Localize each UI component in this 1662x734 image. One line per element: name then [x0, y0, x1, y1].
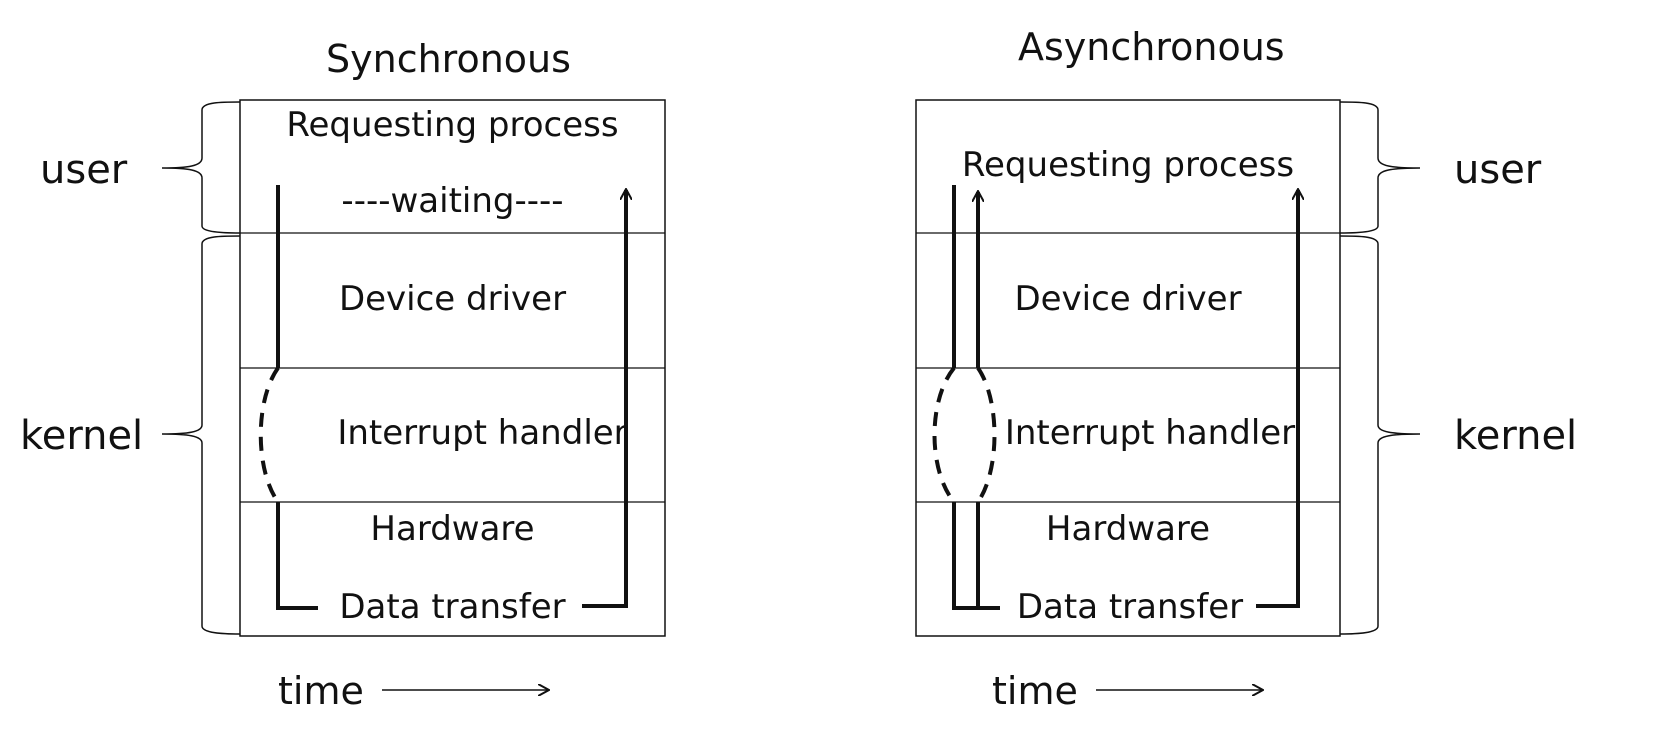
async-user-label: user [1454, 147, 1542, 193]
async-kernel-brace [1339, 235, 1421, 635]
async-user-brace [1339, 101, 1421, 234]
sync-user-brace [161, 101, 241, 234]
sync-title: Synchronous [326, 37, 571, 81]
sync-return-arrow [582, 190, 626, 608]
async-title: Asynchronous [1018, 25, 1285, 69]
sync-requesting-process-label: Requesting process [286, 105, 619, 145]
sync-panel [161, 99, 666, 690]
async-device-driver-label: Device driver [1014, 279, 1242, 319]
async-interrupt-handler-label: Interrupt handler [1004, 413, 1296, 453]
async-hardware-label: Hardware [1045, 509, 1211, 549]
sync-interrupt-dashed-path [258, 366, 280, 504]
sync-kernel-brace [161, 235, 241, 635]
async-kernel-label: kernel [1454, 413, 1578, 459]
sync-kernel-label: kernel [20, 413, 144, 459]
async-hardware-flow [952, 502, 1000, 610]
async-data-transfer-label: Data transfer [1016, 587, 1244, 627]
async-time-label: time [992, 669, 1078, 713]
async-requesting-process-label: Requesting process [961, 145, 1295, 185]
sync-hardware-label: Hardware [370, 509, 535, 549]
async-return-arrow [1256, 190, 1298, 608]
sync-interrupt-handler-label: Interrupt handler [337, 413, 628, 453]
sync-waiting-label: ----waiting---- [341, 181, 564, 221]
async-interrupt-dashed-left [932, 366, 956, 504]
async-panel [915, 99, 1421, 690]
sync-user-label: user [40, 147, 128, 193]
sync-data-transfer-label: Data transfer [339, 587, 566, 627]
sync-hardware-flow [276, 502, 318, 610]
sync-device-driver-label: Device driver [338, 279, 567, 319]
sync-time-label: time [278, 669, 364, 713]
async-interrupt-dashed-right [976, 366, 997, 504]
